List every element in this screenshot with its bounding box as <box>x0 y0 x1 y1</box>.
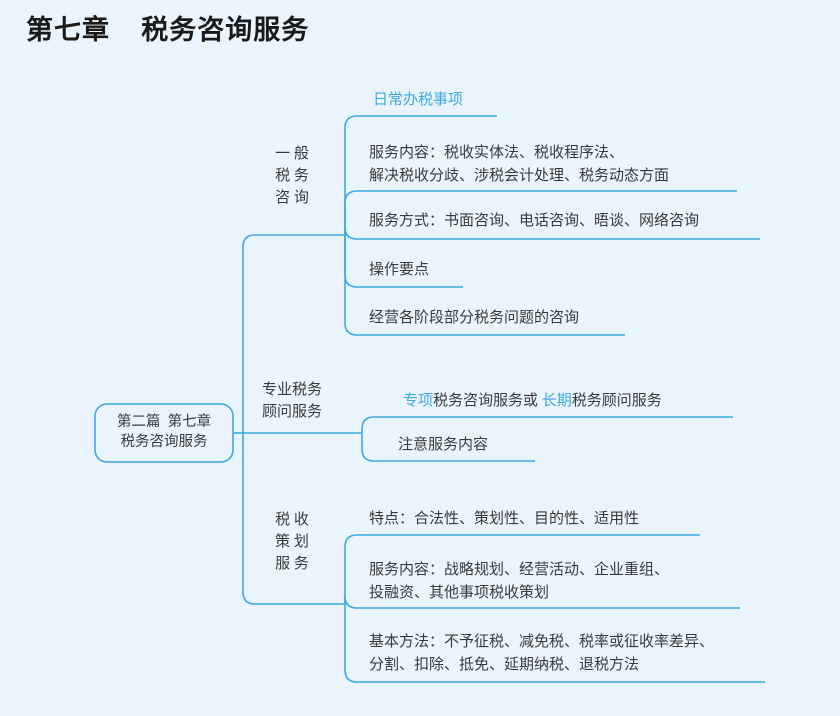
branch-label-line: 税 收 <box>275 512 309 528</box>
leaf-text-span: 服务内容：战略规划、经营活动、企业重组、 <box>369 562 670 578</box>
branch-label-line: 策 划 <box>275 533 309 550</box>
leaf-special-or-longterm[interactable]: 专项税务咨询服务或 长期税务顾问服务 <box>403 390 662 413</box>
leaf-planning-service-content[interactable]: 服务内容：战略规划、经营活动、企业重组、投融资、其他事项税收策划 <box>369 559 669 606</box>
branch-label-line: 顾问服务 <box>261 403 322 420</box>
leaf-operation-key-points[interactable]: 操作要点 <box>369 259 429 282</box>
leaf-text-highlight: 长期 <box>541 393 572 409</box>
leaf-text-span: 解决税收分歧、涉税会计处理、税务动态方面 <box>369 168 670 185</box>
branch-label-line: 服 务 <box>275 555 309 572</box>
leaf-text-line: 经营各阶段部分税务问题的咨询 <box>369 307 579 330</box>
leaf-note-service-content[interactable]: 注意服务内容 <box>398 434 488 457</box>
leaf-text-line: 注意服务内容 <box>398 434 488 457</box>
branch-label-general-tax-consulting[interactable]: 一 般 税 务 咨 询 <box>244 144 340 209</box>
branch-label-line: 咨 询 <box>275 189 309 206</box>
root-line-2: 税务咨询服务 <box>120 434 208 450</box>
leaf-text-span: 基本方法：不予征税、减免税、税率或征收率差异、 <box>369 634 715 650</box>
leaf-service-methods[interactable]: 服务方式：书面咨询、电话咨询、晤谈、网络咨询 <box>369 210 699 233</box>
leaf-text-span: 特点：合法性、策划性、目的性、适用性 <box>369 511 640 527</box>
leaf-text-span: 操作要点 <box>369 262 430 278</box>
leaf-text-span: 分割、扣除、抵免、延期纳税、退税方法 <box>369 657 640 674</box>
leaf-text-line: 特点：合法性、策划性、目的性、适用性 <box>369 508 639 531</box>
leaf-text-line: 服务内容：战略规划、经营活动、企业重组、 <box>369 559 669 582</box>
leaf-daily-tax-matters[interactable]: 日常办税事项 <box>373 89 463 112</box>
leaf-text-span: 经营各阶段部分税务问题的咨询 <box>369 310 580 326</box>
root-node[interactable]: 第二篇 第七章 税务咨询服务 <box>94 403 234 463</box>
leaf-text-line: 解决税收分歧、涉税会计处理、税务动态方面 <box>369 165 669 188</box>
leaf-text-span: 服务内容：税收实体法、税收程序法、 <box>369 145 625 161</box>
leaf-text-span: 注意服务内容 <box>398 437 489 453</box>
leaf-text-line: 日常办税事项 <box>373 89 463 112</box>
branch-label-professional-tax-advisory[interactable]: 专业税务 顾问服务 <box>244 380 340 424</box>
leaf-text-line: 基本方法：不予征税、减免税、税率或征收率差异、 <box>369 631 714 654</box>
leaf-text-span: 税务咨询服务或 <box>433 393 542 409</box>
leaf-text-line: 专项税务咨询服务或 长期税务顾问服务 <box>403 390 662 413</box>
leaf-text-span: 税务顾问服务 <box>571 393 662 409</box>
leaf-text-line: 投融资、其他事项税收策划 <box>369 582 669 605</box>
leaf-text-line: 服务方式：书面咨询、电话咨询、晤谈、网络咨询 <box>369 210 699 233</box>
leaf-text-highlight: 日常办税事项 <box>373 92 464 108</box>
leaf-basic-methods[interactable]: 基本方法：不予征税、减免税、税率或征收率差异、分割、扣除、抵免、延期纳税、退税方… <box>369 631 714 678</box>
page-title: 第七章 税务咨询服务 <box>26 15 310 46</box>
leaf-text-highlight: 专项 <box>403 393 434 409</box>
leaf-text-line: 服务内容：税收实体法、税收程序法、 <box>369 142 669 165</box>
branch-label-line: 税 务 <box>275 167 309 184</box>
root-line-1: 第二篇 第七章 <box>116 414 212 431</box>
leaf-text-line: 操作要点 <box>369 259 429 282</box>
leaf-characteristics[interactable]: 特点：合法性、策划性、目的性、适用性 <box>369 508 639 531</box>
branch-label-line: 一 般 <box>275 146 309 162</box>
leaf-text-span: 投融资、其他事项税收策划 <box>369 585 550 602</box>
leaf-text-span: 服务方式：书面咨询、电话咨询、晤谈、网络咨询 <box>369 213 700 229</box>
branch-label-line: 专业税务 <box>261 382 322 398</box>
branch-label-tax-planning-service[interactable]: 税 收 策 划 服 务 <box>244 510 340 575</box>
leaf-text-line: 分割、扣除、抵免、延期纳税、退税方法 <box>369 654 714 677</box>
branch2-leaf1-wire <box>361 416 733 433</box>
leaf-stage-tax-questions[interactable]: 经营各阶段部分税务问题的咨询 <box>369 307 579 330</box>
leaf-service-content[interactable]: 服务内容：税收实体法、税收程序法、解决税收分歧、涉税会计处理、税务动态方面 <box>369 142 669 189</box>
